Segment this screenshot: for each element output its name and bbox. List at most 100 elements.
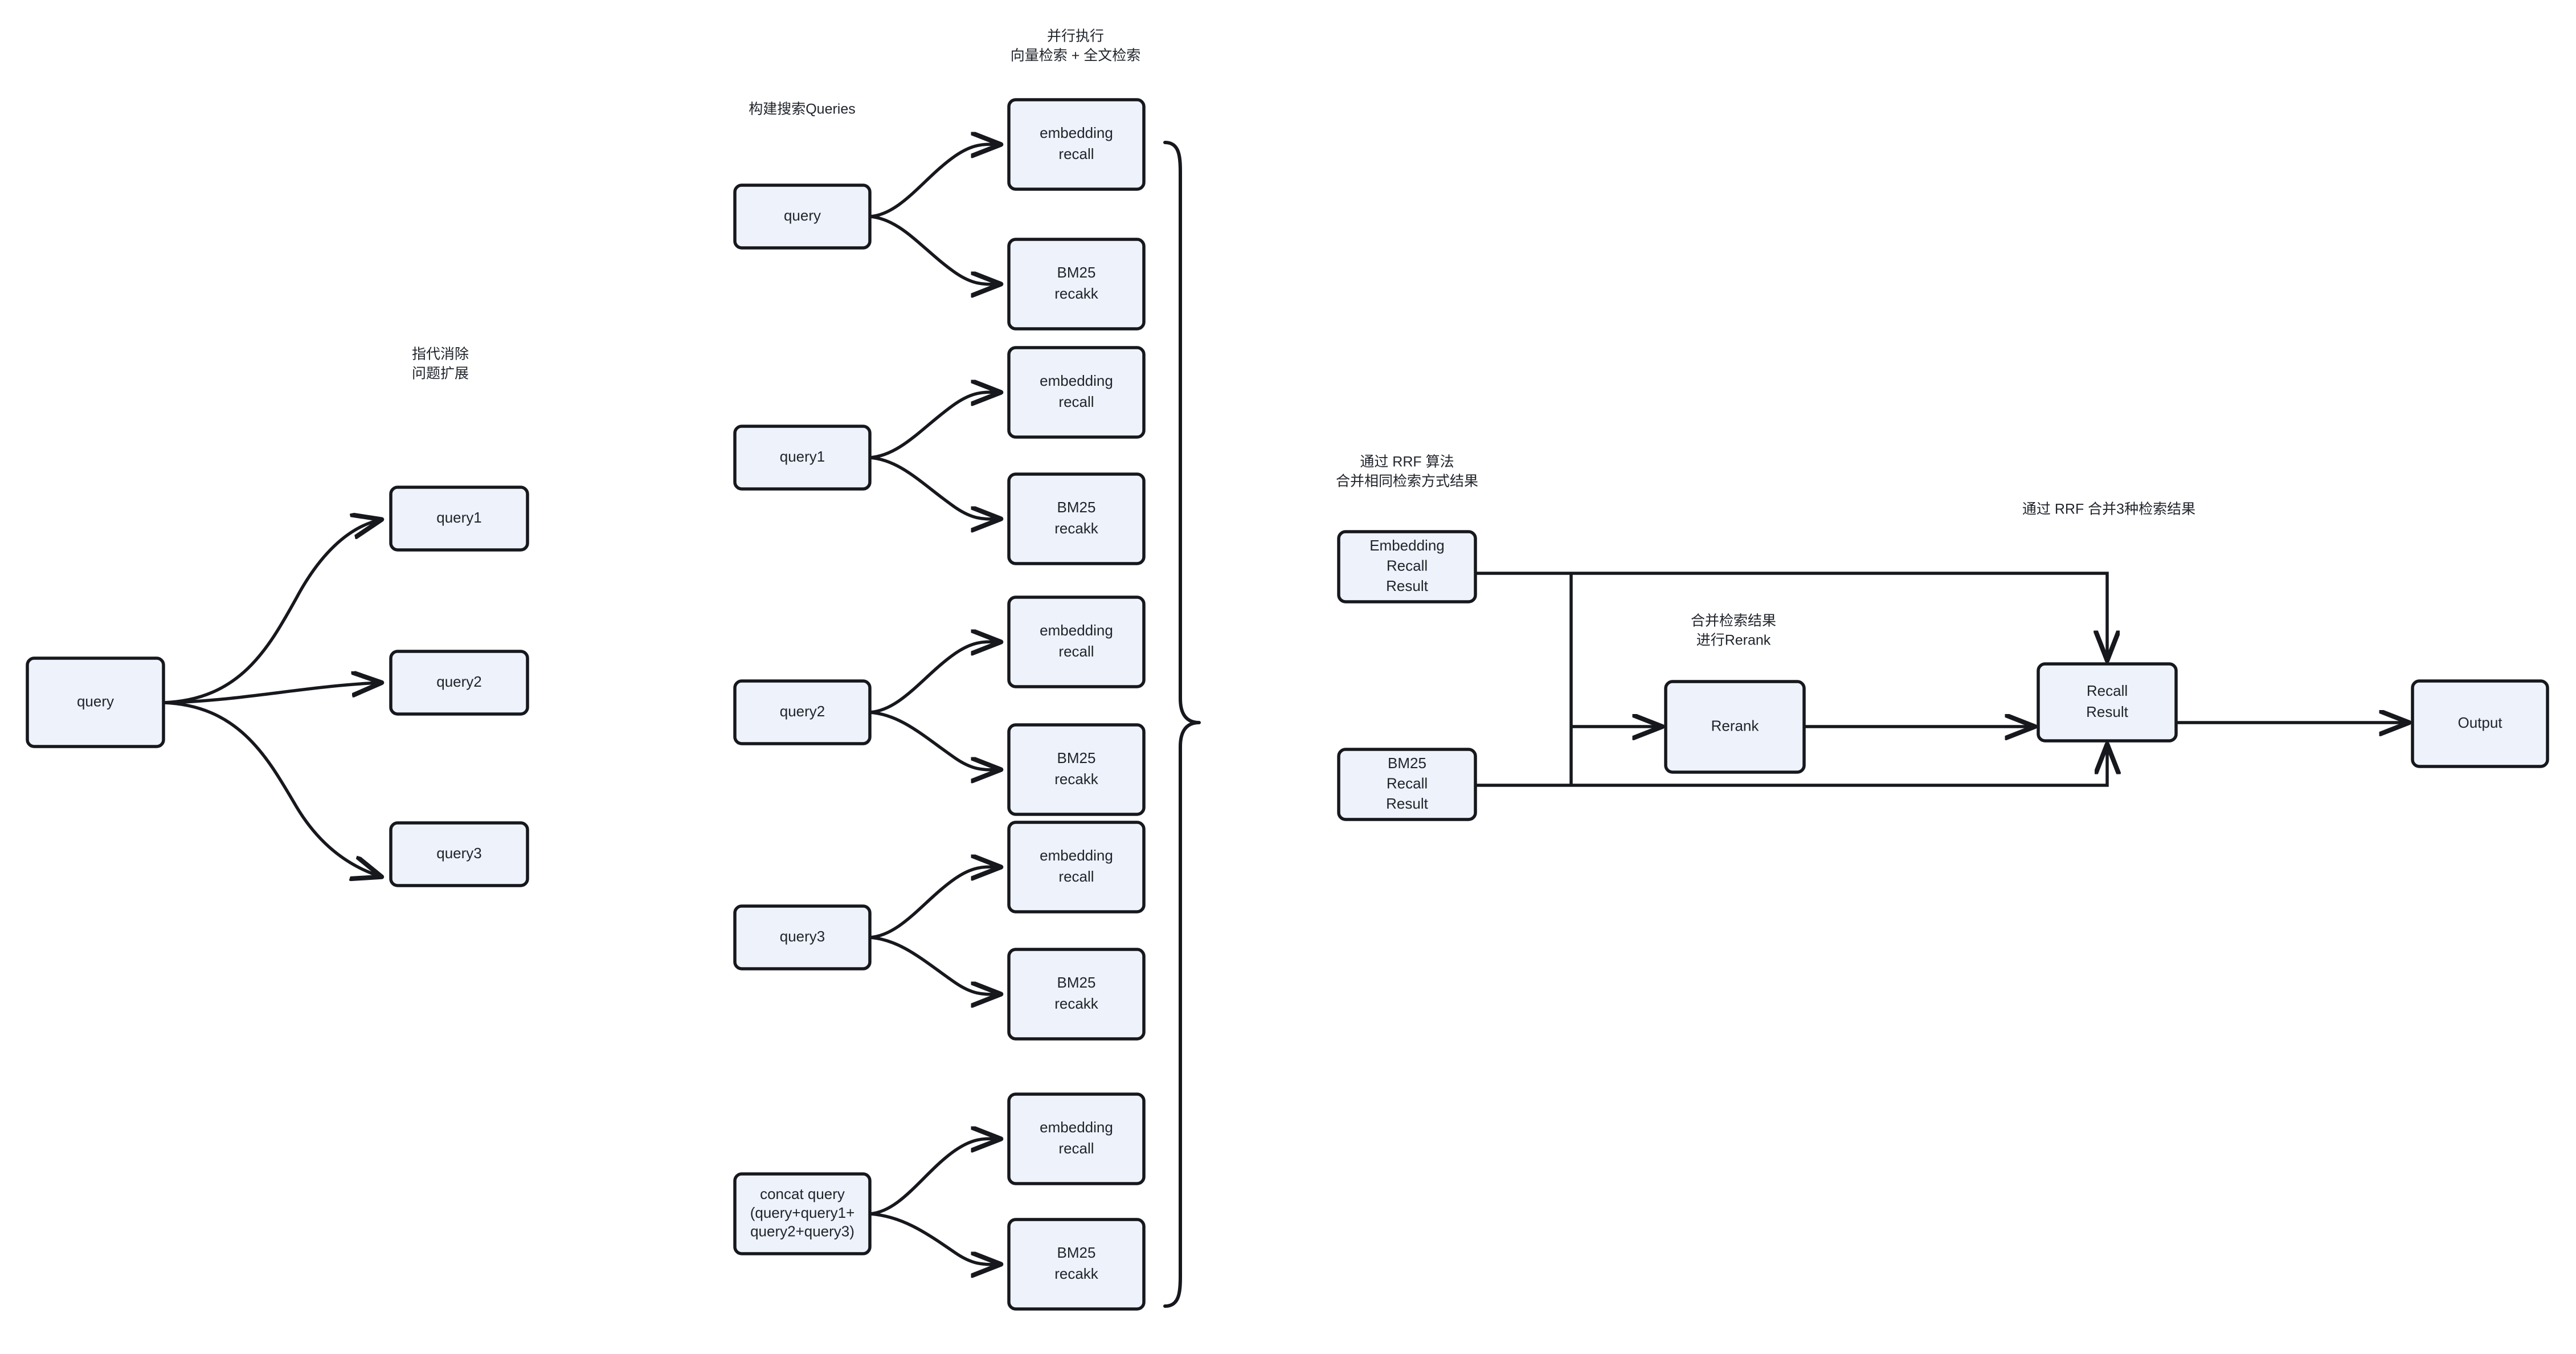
stage1-edge-to-query3 bbox=[163, 701, 381, 876]
stage2-edge-2-embedding bbox=[869, 642, 1000, 714]
stage2-source-node-2[interactable]: query2 bbox=[733, 679, 872, 745]
stage1-query-node-box[interactable] bbox=[26, 656, 165, 748]
stage2-bm25-recall-node-3-box[interactable] bbox=[1007, 948, 1146, 1041]
stage2-embedding-recall-node-2-box[interactable] bbox=[1007, 596, 1146, 688]
rerank-node[interactable]: Rerank bbox=[1664, 680, 1806, 774]
stage2-embedding-recall-node-1-box[interactable] bbox=[1007, 346, 1146, 439]
stage2-source-node-0[interactable]: query bbox=[733, 183, 872, 250]
stage2-embedding-recall-node-4[interactable]: embedding recall bbox=[1007, 1092, 1146, 1185]
stage2-source-node-1-box[interactable] bbox=[733, 425, 872, 491]
stage2-source-node-1-label: query1 bbox=[780, 448, 825, 465]
stage2-edge-0-embedding bbox=[869, 144, 1000, 218]
stage2-edge-4-bm25 bbox=[869, 1212, 1000, 1265]
stage2-source-node-2-box[interactable] bbox=[733, 679, 872, 745]
stage1-expanded-node-1-label: query1 bbox=[436, 509, 482, 526]
stage2-source-node-2-label: query2 bbox=[780, 703, 825, 720]
stage2-embedding-recall-node-2[interactable]: embedding recall bbox=[1007, 596, 1146, 688]
stage2-source-node-3-box[interactable] bbox=[733, 904, 872, 970]
stage2-bm25-recall-node-0-box[interactable] bbox=[1007, 238, 1146, 331]
rrf-same-annotation-line: 通过 RRF 算法 bbox=[1360, 454, 1454, 470]
stage2-embedding-recall-node-4-label: embedding bbox=[1040, 1119, 1113, 1136]
recall-result-node-label: Result bbox=[2086, 703, 2128, 720]
bm25-recall-result-node-label: Result bbox=[1386, 795, 1428, 812]
output-node-box[interactable] bbox=[2411, 679, 2549, 768]
stage1-expanded-node-3-label: query3 bbox=[436, 845, 482, 862]
stage2-edge-3-bm25 bbox=[869, 936, 1000, 994]
stage1-annotation-line: 问题扩展 bbox=[412, 366, 469, 382]
stage2-embedding-recall-node-0-label: recall bbox=[1058, 145, 1094, 162]
stage1-query-node-label: query bbox=[77, 692, 114, 709]
bm25-recall-result-node-box[interactable] bbox=[1337, 748, 1477, 821]
rerank-node-box[interactable] bbox=[1664, 680, 1806, 774]
stage2-source-node-3[interactable]: query3 bbox=[733, 904, 872, 970]
stage2-bm25-recall-node-1-box[interactable] bbox=[1007, 472, 1146, 565]
stage2-edge-3-embedding bbox=[869, 867, 1000, 939]
stage2-embedding-recall-node-0[interactable]: embedding recall bbox=[1007, 98, 1146, 191]
stage2-bm25-recall-node-4-box[interactable] bbox=[1007, 1218, 1146, 1311]
embedding-recall-result-node-label: Recall bbox=[1387, 557, 1428, 574]
recall-result-node-label: Recall bbox=[2087, 682, 2128, 699]
stage1-expanded-node-1-box[interactable] bbox=[389, 486, 529, 552]
stage2-embedding-recall-node-2-label: embedding bbox=[1040, 622, 1113, 639]
rrf-same-annotation-line: 合并相同检索方式结果 bbox=[1336, 474, 1478, 490]
embedding-recall-result-node-label: Result bbox=[1386, 577, 1428, 594]
output-node[interactable]: Output bbox=[2411, 679, 2549, 768]
stage2-source-node-0-label: query bbox=[784, 207, 821, 224]
stage1-query-node[interactable]: query bbox=[26, 656, 165, 748]
bm25-recall-result-node-label: BM25 bbox=[1388, 755, 1426, 772]
stage2-embedding-recall-node-0-label: embedding bbox=[1040, 124, 1113, 141]
stage2-embedding-recall-node-2-label: recall bbox=[1058, 643, 1094, 660]
stage2-source-node-0-box[interactable] bbox=[733, 183, 872, 250]
stage1-expanded-node-2[interactable]: query2 bbox=[389, 650, 529, 716]
stage1-expanded-node-3[interactable]: query3 bbox=[389, 821, 529, 887]
stage1-edge-to-query1 bbox=[163, 520, 381, 704]
stage2-bm25-recall-node-3-label: recakk bbox=[1054, 995, 1099, 1012]
recall-result-node-box[interactable] bbox=[2037, 662, 2178, 743]
rrf-three-annotation: 通过 RRF 合并3种检索结果 bbox=[2022, 501, 2195, 517]
stage2-embedding-recall-node-0-box[interactable] bbox=[1007, 98, 1146, 191]
stage2-bm25-recall-node-0-label: recakk bbox=[1054, 285, 1099, 302]
stage2-source-node-4-box[interactable] bbox=[733, 1172, 872, 1255]
stage2-edge-1-bm25 bbox=[869, 456, 1000, 519]
rrf-three-annotation-line: 通过 RRF 合并3种检索结果 bbox=[2022, 501, 2195, 517]
stage2-embedding-recall-node-3-box[interactable] bbox=[1007, 821, 1146, 913]
stage3-edge-bm25-to-recall-result bbox=[1475, 745, 2107, 787]
edge-layer bbox=[163, 141, 2408, 1308]
merge-rerank-annotation-line: 合并检索结果 bbox=[1691, 613, 1776, 629]
stage2-bm25-recall-node-2-box[interactable] bbox=[1007, 723, 1146, 816]
output-node-label: Output bbox=[2458, 714, 2503, 731]
stage1-expanded-node-2-box[interactable] bbox=[389, 650, 529, 716]
stage2-source-node-1[interactable]: query1 bbox=[733, 425, 872, 491]
stage2-embedding-recall-node-4-box[interactable] bbox=[1007, 1092, 1146, 1185]
stage2-embedding-recall-node-4-label: recall bbox=[1058, 1140, 1094, 1157]
recall-group-brace bbox=[1163, 141, 1201, 1308]
stage2-bm25-recall-node-3-label: BM25 bbox=[1057, 974, 1096, 991]
merge-rerank-annotation-line: 进行Rerank bbox=[1696, 633, 1771, 649]
stage1-expanded-node-1[interactable]: query1 bbox=[389, 486, 529, 552]
stage2-source-node-4[interactable]: concat query(query+query1+query2+query3) bbox=[733, 1172, 872, 1255]
stage2-edge-2-bm25 bbox=[869, 711, 1000, 770]
stage3-edge-embedding-to-recall-result bbox=[1475, 572, 2107, 659]
stage2-edge-4-embedding bbox=[869, 1139, 1000, 1216]
stage2-bm25-recall-node-4-label: recakk bbox=[1054, 1265, 1099, 1282]
stage2-bm25-recall-node-3[interactable]: BM25 recakk bbox=[1007, 948, 1146, 1041]
stage2-bm25-recall-node-1-label: recakk bbox=[1054, 520, 1099, 537]
embedding-recall-result-node-box[interactable] bbox=[1337, 530, 1477, 603]
build-queries-annotation: 构建搜索Queries bbox=[749, 101, 856, 117]
stage2-embedding-recall-node-1-label: recall bbox=[1058, 393, 1094, 410]
stage1-expanded-node-3-box[interactable] bbox=[389, 821, 529, 887]
